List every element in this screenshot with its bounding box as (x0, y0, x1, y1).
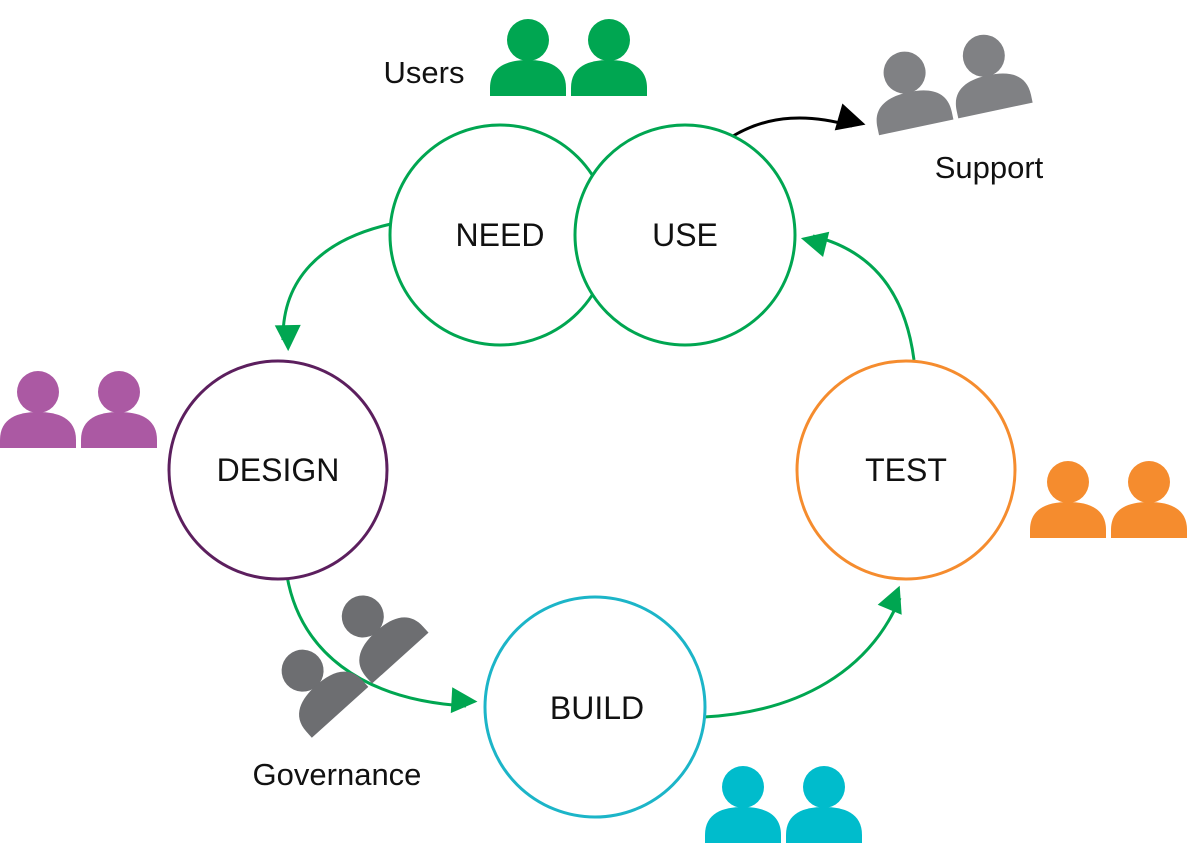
stage-test-circle (795, 359, 1017, 581)
stage-build-circle (483, 595, 707, 819)
person-icon (705, 766, 781, 843)
people-groups (0, 19, 1187, 843)
person-icon (341, 595, 429, 684)
person-icon (571, 19, 647, 96)
person-icon (955, 34, 1033, 119)
users-people-icon (490, 19, 647, 96)
stage-design-circle (167, 359, 389, 581)
support-label: Support (935, 150, 1044, 185)
stage-test (795, 359, 1017, 581)
person-icon (786, 766, 862, 843)
person-icon (0, 371, 76, 448)
person-icon (1111, 461, 1187, 538)
arrow-build-to-test (703, 585, 902, 719)
stage-need-label: NEED (456, 217, 545, 253)
stage-use-circle (573, 123, 797, 347)
arrow-test-to-use (800, 231, 916, 361)
person-icon (876, 51, 954, 136)
stage-test-label: TEST (865, 452, 947, 488)
test-team-people-icon (1030, 461, 1187, 538)
person-icon (1030, 461, 1106, 538)
stage-build-label: BUILD (550, 690, 644, 726)
arrow-design-to-build (285, 575, 478, 714)
stage-design-label: DESIGN (217, 452, 340, 488)
stage-design (167, 359, 389, 581)
person-icon (490, 19, 566, 96)
build-team-people-icon (705, 766, 862, 843)
design-team-people-icon (0, 371, 157, 448)
stage-use (573, 123, 797, 347)
arrow-use-to-support (732, 103, 866, 138)
governance-label: Governance (253, 757, 422, 792)
flow-arrows (274, 103, 916, 719)
support-people-icon (876, 34, 1033, 136)
person-icon (81, 371, 157, 448)
person-icon (281, 649, 369, 738)
governance-people-icon (281, 595, 429, 738)
arrow-need-to-design (274, 222, 392, 352)
stage-build (483, 595, 707, 819)
users-label: Users (384, 55, 465, 90)
stage-use-label: USE (652, 217, 718, 253)
